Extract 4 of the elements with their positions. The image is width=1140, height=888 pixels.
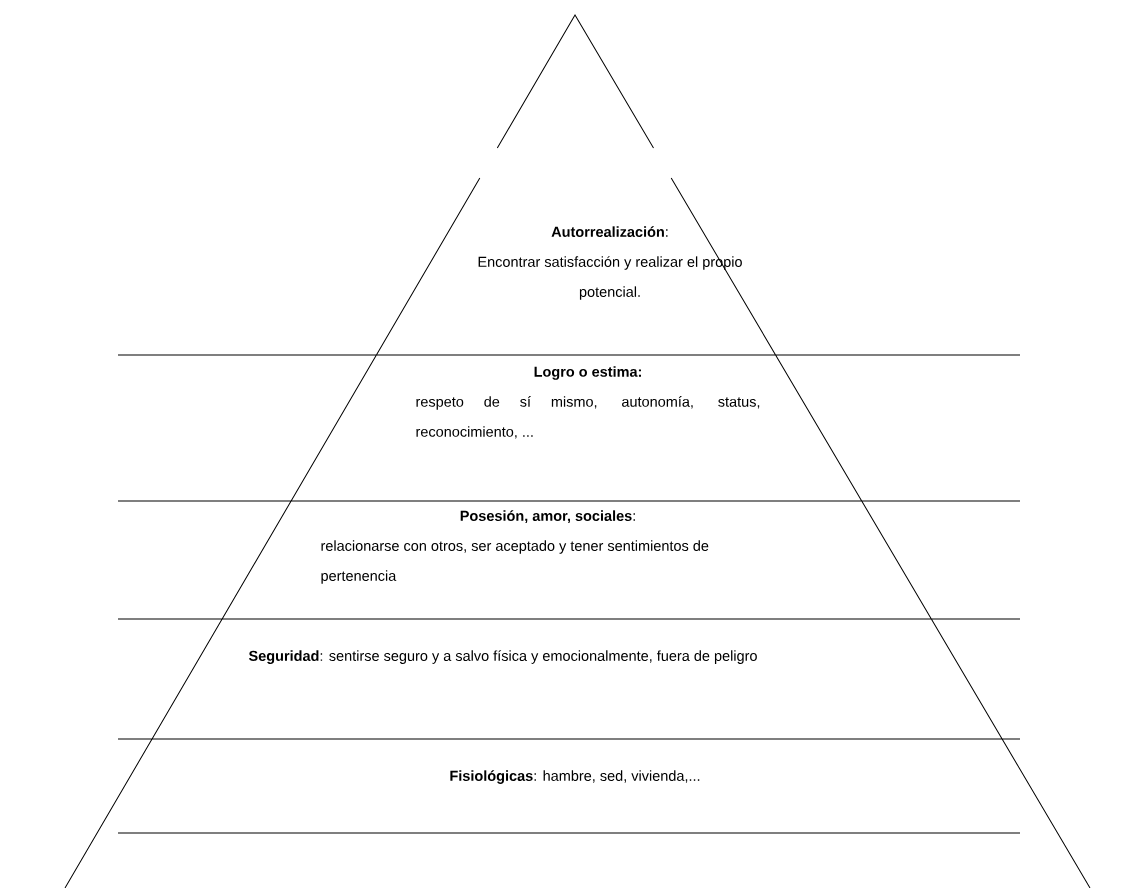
pyramid-level-text: Fisiológicas: hambre, sed, vivienda,... bbox=[450, 770, 700, 784]
pyramid-level-text: Posesión, amor, sociales: relacionarse con otros, ser aceptado y tener sentimientos de pertenencia bbox=[321, 510, 709, 584]
pyramid-level-text: Seguridad: sentirse seguro y a salvo física y emocionalmente, fuera de peligro bbox=[248, 650, 757, 664]
pyramid-level-text: Logro o estima: respeto de sí mismo, autonomía, status, reconocimiento, ... bbox=[416, 366, 760, 439]
